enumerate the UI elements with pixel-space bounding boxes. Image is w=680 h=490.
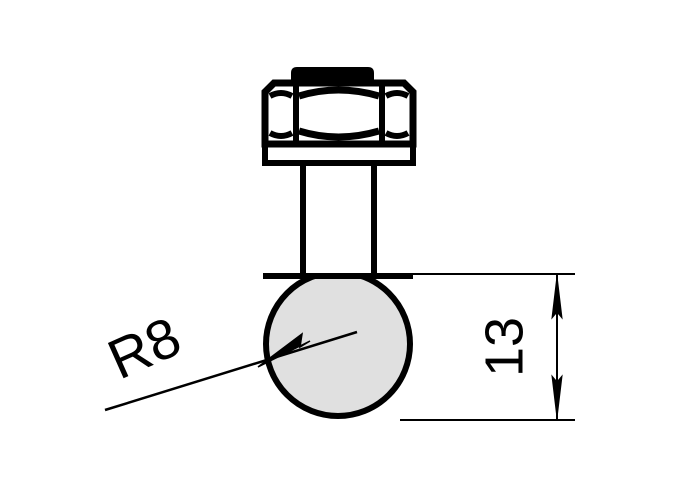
radius-leader-line xyxy=(104,330,358,412)
hex-head-left-top-chamfer xyxy=(268,90,294,99)
height-arrow-up-icon xyxy=(551,275,563,320)
height-dimension: 13 xyxy=(400,273,575,421)
hex-head-left-bottom-chamfer xyxy=(268,130,294,139)
hex-head-center-bottom-chamfer xyxy=(297,127,380,141)
hex-head-top-block xyxy=(291,67,374,84)
height-dimension-value: 13 xyxy=(474,317,534,377)
hex-head-right-bottom-chamfer xyxy=(384,130,410,139)
height-arrow-down-icon xyxy=(551,374,563,419)
hex-head-right-top-chamfer xyxy=(384,90,410,99)
hex-head-center-top-chamfer xyxy=(297,86,380,100)
radius-arrow-icon xyxy=(257,332,311,368)
ball-end xyxy=(263,273,413,419)
shank xyxy=(300,161,377,277)
hex-head xyxy=(261,67,417,148)
